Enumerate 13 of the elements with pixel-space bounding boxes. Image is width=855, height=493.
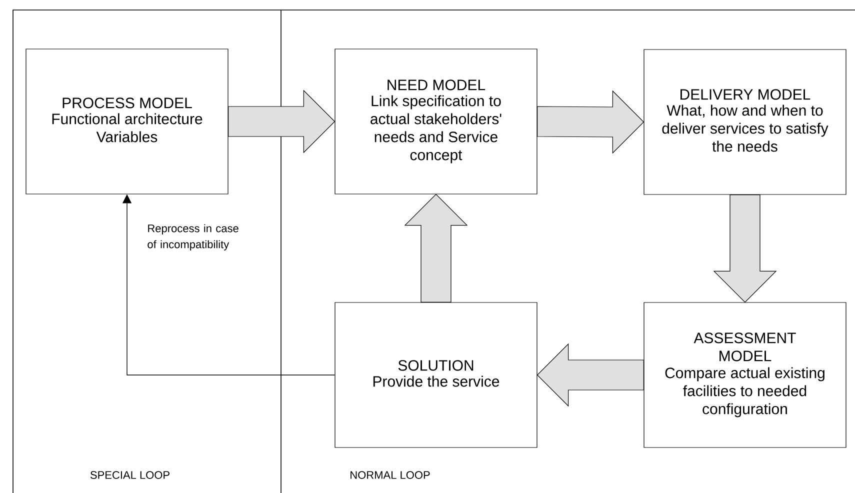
model-box: NEED MODEL Link specification to actual stakeholders' needs and Service concept <box>334 48 538 194</box>
block-arrow <box>404 194 468 302</box>
model-box: PROCESS MODEL Functional architecture Variables <box>26 48 228 194</box>
block-arrow <box>713 194 777 303</box>
loop-label: SPECIAL LOOP <box>90 471 170 479</box>
block-arrow <box>228 90 336 154</box>
block-arrow <box>537 90 644 154</box>
loop-label: NORMAL LOOP <box>350 471 430 479</box>
block-arrow <box>536 343 644 407</box>
model-box: DELIVERY MODEL What, how and when to deliver services to satisfy the needs <box>644 49 846 195</box>
edge-label: Reprocess in case of incompatibility <box>148 224 238 250</box>
model-box: ASSESSMENT MODEL Compare actual existing facilities to needed configuration <box>644 302 846 448</box>
model-box: SOLUTION Provide the service <box>334 302 538 448</box>
